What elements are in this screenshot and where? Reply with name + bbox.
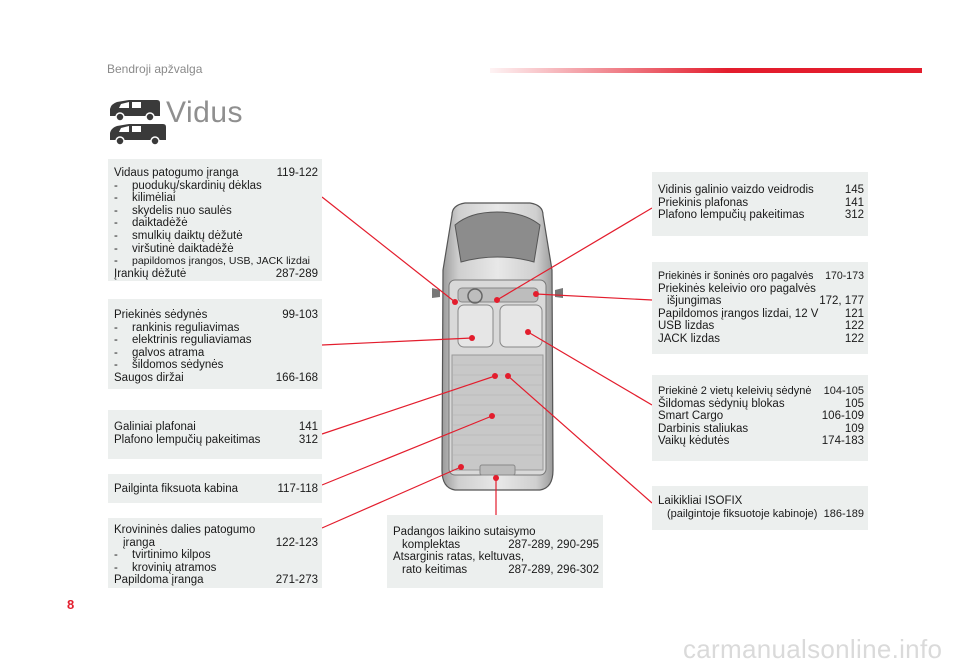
page-ref: 122 [844,332,864,345]
list-item: -šildomos sėdynės [114,359,224,372]
list-item: -rankinis reguliavimas [114,321,240,334]
page-ref: 186-189 [823,507,864,520]
page-ref: 106-109 [821,410,864,423]
box-row: Priekinis plafonas 141 [658,196,864,209]
page-ref: 287-289 [275,267,318,280]
front-seats-box: Priekinės sėdynės 99-103 -rankinis regul… [108,299,322,389]
box-row: Plafono lempučių pakeitimas 312 [114,433,318,446]
page-ref: 104-105 [823,385,864,397]
page-number: 8 [67,597,75,612]
twin-seat-box: Priekinė 2 vietų keleivių sėdynė 104-105… [652,375,868,461]
box-row: Laikikliai ISOFIX [658,495,743,507]
box-row: Atsarginis ratas, keltuvas, [393,551,525,564]
box-row: Plafono lempučių pakeitimas 312 [658,209,864,222]
list-item: -krovinių atramos [114,561,217,574]
list-item: -elektrinis reguliaviamas [114,334,252,347]
page-ref: 271-273 [275,574,318,587]
box-title-row: įranga 122-123 [123,536,318,549]
page-ref: 122 [844,320,864,333]
box-row: Papildomos įrangos lizdai, 12 V 121 [658,307,864,320]
page-ref: 117-118 [277,483,319,495]
header-title: Bendroji apžvalga [107,62,203,76]
list-item: -galvos atrama [114,346,205,359]
isofix-box: Laikikliai ISOFIX (pailgintoje fiksuotoj… [652,486,868,530]
page-ref: 99-103 [282,309,318,321]
list-item: -skydelis nuo saulės [114,204,232,217]
page-ref: 312 [298,433,318,446]
page-ref: 287-289, 296-302 [508,563,599,576]
list-item: -viršutinė daiktadėžė [114,242,234,255]
airbags-sockets-box: Priekinės ir šoninės oro pagalvės 170-17… [652,262,868,354]
list-item: -papildomos įrangos, USB, JACK lizdai [114,255,310,268]
page-ref: 166-168 [275,371,318,384]
page-ref: 287-289, 290-295 [508,538,599,551]
box-row: Priekinė 2 vietų keleivių sėdynė 104-105 [658,385,864,397]
page-ref: 141 [298,421,318,433]
list-item: -daiktadėžė [114,217,188,230]
rear-lamp-box: Galiniai plafonai 141 Plafono lempučių p… [108,410,322,459]
box-row: išjungimas 172, 177 [667,295,864,308]
page-ref: 119-122 [276,167,318,179]
box-title: Vidaus patogumo įranga [114,167,239,179]
van-icon [110,100,160,122]
box-footer-row: Saugos diržai 166-168 [114,371,318,384]
tyre-repair-box: Padangos laikino sutaisymo komplektas 28… [387,515,603,588]
page-ref: 172, 177 [819,295,864,308]
box-row: (pailgintoje fiksuotoje kabinoje) 186-18… [667,507,864,520]
page-ref: 121 [844,307,864,320]
cargo-comfort-box: Krovininės dalies patogumo įranga 122-12… [108,518,322,588]
mirror-lamp-box: Vidinis galinio vaizdo veidrodis 145 Pri… [652,172,868,236]
header-accent-bar [490,68,922,73]
box-row: Šildomas sėdynių blokas 105 [658,397,864,410]
box-row: Padangos laikino sutaisymo [393,526,536,538]
box-row: Galiniai plafonai 141 [114,421,318,433]
box-row: Darbinis staliukas 109 [658,422,864,435]
box-title-row: Priekinės sėdynės 99-103 [114,309,318,321]
section-title: Vidus [166,96,244,129]
page-ref: 312 [844,209,864,222]
box-row: Priekinės ir šoninės oro pagalvės 170-17… [658,270,864,282]
box-row: rato keitimas 287-289, 296-302 [402,563,599,576]
page-ref: 145 [844,184,864,196]
cabin-box: Pailginta fiksuota kabina 117-118 [108,474,322,503]
page-ref: 141 [844,196,864,209]
page-ref: 174-183 [821,435,864,448]
watermark: carmanualsonline.info [683,634,943,664]
box-row: Vaikų kėdutės 174-183 [658,435,864,448]
box-row: Pailginta fiksuota kabina 117-118 [114,483,319,495]
page-ref: 105 [844,397,864,410]
box-row: JACK lizdas 122 [658,332,864,345]
list-item: -kilimėliai [114,192,176,205]
list-item: -puodukų/skardinių dėklas [114,179,262,192]
van-long-icon [110,124,166,146]
list-item: -smulkių daiktų dėžutė [114,229,243,242]
box-row: Priekinės keleivio oro pagalvės [658,282,816,295]
box-row: komplektas 287-289, 290-295 [402,538,599,551]
box-row: USB lizdas 122 [658,320,864,333]
page-ref: 109 [844,422,864,435]
box-row: Smart Cargo 106-109 [658,410,864,423]
box-footer-row: Papildoma įranga 271-273 [114,574,318,587]
page-ref: 170-173 [825,270,864,282]
page-ref: 122-123 [275,536,318,549]
box-row: Vidinis galinio vaizdo veidrodis 145 [658,184,864,196]
interior-comfort-box: Vidaus patogumo įranga 119-122 -puodukų/… [108,159,322,281]
box-title-row: Krovininės dalies patogumo [114,524,256,536]
box-footer-row: Įrankių dėžutė 287-289 [114,267,318,280]
list-item: -tvirtinimo kilpos [114,549,211,562]
box-title-row: Vidaus patogumo įranga 119-122 [114,167,318,180]
